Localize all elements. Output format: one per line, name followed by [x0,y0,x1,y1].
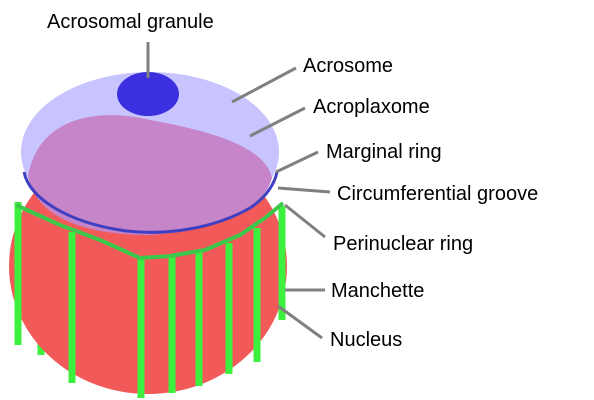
label-acrosome: Acrosome [303,55,393,77]
leader-line-circumferential-groove [278,188,330,192]
leader-line-nucleus [278,306,322,338]
label-acroplaxome: Acroplaxome [313,96,430,118]
leader-line-acrosome [232,68,296,102]
acrosomal-granule-shape [117,72,179,116]
label-perinuclear-ring: Perinuclear ring [333,233,473,255]
leader-line-perinuclear-ring [285,205,325,237]
label-marginal-ring: Marginal ring [326,141,442,163]
label-acrosomal-granule: Acrosomal granule [47,11,214,33]
leader-line-marginal-ring [276,152,318,172]
label-circumferential-groove: Circumferential groove [337,183,538,205]
label-manchette: Manchette [331,280,424,302]
label-nucleus: Nucleus [330,329,402,351]
